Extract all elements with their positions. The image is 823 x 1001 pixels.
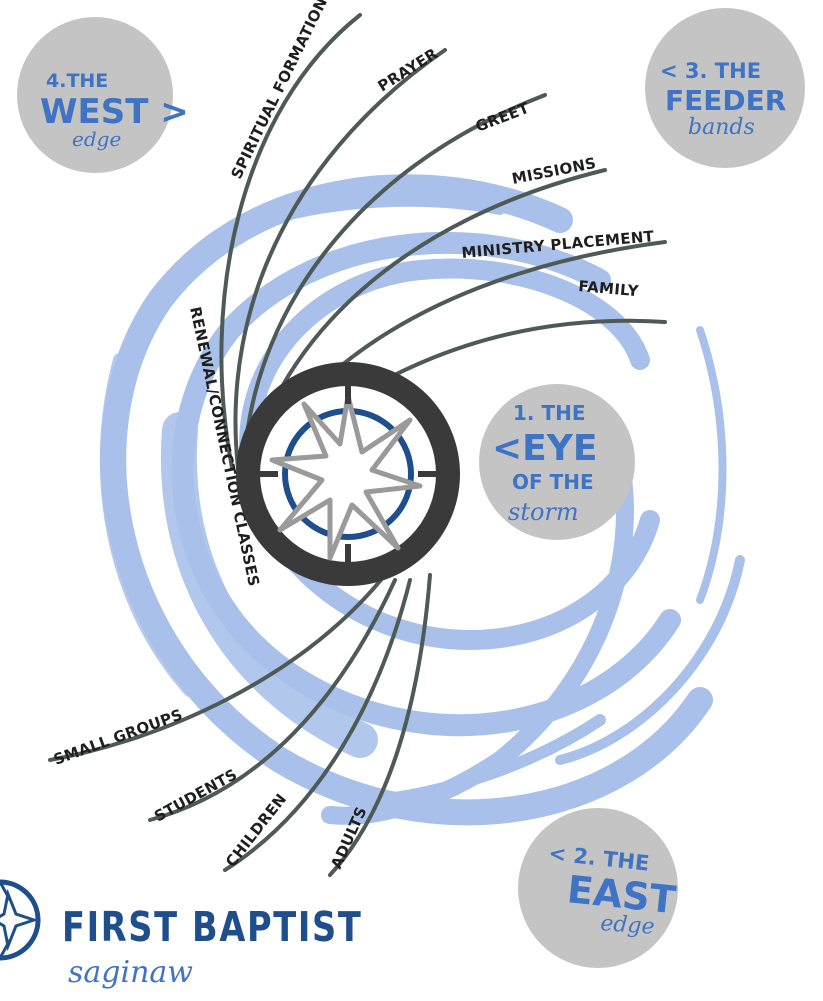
compass-star-icon <box>269 393 423 561</box>
eye-line2: <EYE <box>492 428 597 469</box>
west-script: edge <box>72 127 121 151</box>
band-label-students: STUDENTS <box>151 765 240 825</box>
band-label-prayer: PRAYER <box>375 44 442 95</box>
band-spiritual-formation <box>219 13 362 470</box>
band-label-small-groups: SMALL GROUPS <box>51 705 185 768</box>
circle-eye-storm: 1. THE <EYE OF THE storm <box>479 384 635 540</box>
band-children <box>223 578 412 872</box>
band-label-children: CHILDREN <box>222 790 290 870</box>
band-prayer <box>233 48 447 470</box>
circle-west-edge: 4.THE WEST > edge <box>17 17 189 173</box>
first-baptist-logo-icon <box>0 879 41 961</box>
feeder-line1: < 3. THE <box>660 59 761 83</box>
brand-name: FIRST BAPTIST <box>62 903 363 951</box>
feeder-script: bands <box>688 115 755 140</box>
band-students <box>148 578 397 822</box>
feeder-line2: FEEDER <box>665 84 786 117</box>
west-line1: 4.THE <box>46 70 108 92</box>
eye-line1: 1. THE <box>513 401 586 425</box>
east-script: edge <box>600 911 656 940</box>
circle-east-edge: < 2. THE EAST edge <box>518 808 678 968</box>
band-label-greet: GREET <box>473 99 532 136</box>
eye-line3: OF THE <box>512 470 594 494</box>
eye-script: storm <box>508 498 579 526</box>
feeder-bands <box>48 13 667 877</box>
west-line2: WEST > <box>40 92 189 132</box>
band-small-groups <box>48 573 387 762</box>
band-adults <box>328 573 432 877</box>
band-greet <box>242 93 547 470</box>
brand-subtitle: saginaw <box>68 955 193 990</box>
band-label-family: FAMILY <box>578 277 641 300</box>
band-label-spiritual-formation: SPIRITUAL FORMATION <box>227 0 331 182</box>
circle-feeder-bands: < 3. THE FEEDER bands <box>645 8 805 168</box>
eye-hub <box>236 362 460 586</box>
